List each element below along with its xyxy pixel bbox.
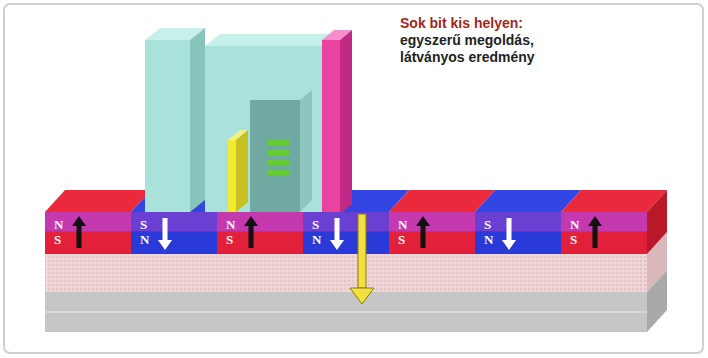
magnet-domain: SN: [303, 212, 389, 254]
pole-letter: S: [484, 217, 561, 232]
magnet-domain: SN: [475, 212, 561, 254]
pole-letter: S: [54, 232, 131, 247]
magnet-domain: SN: [131, 212, 217, 254]
write-field-arrow: [350, 214, 374, 304]
caption-heading: Sok bit kis helyen:: [400, 15, 600, 32]
magnet-domain: NS: [217, 212, 303, 254]
frame: [4, 4, 703, 353]
base-layer: [45, 292, 647, 332]
magnet-domain: NS: [389, 212, 475, 254]
base-side: [647, 270, 667, 332]
magnet-domain: NS: [45, 212, 131, 254]
pole-letter: S: [398, 232, 475, 247]
pole-letter: S: [312, 217, 389, 232]
read-write-head: [145, 28, 352, 214]
pole-letter: N: [570, 217, 647, 232]
pole-letter: S: [570, 232, 647, 247]
caption-box: Sok bit kis helyen:egyszerű megoldás, lá…: [396, 12, 604, 69]
pole-letter: N: [226, 217, 303, 232]
domain-side-face: [647, 190, 667, 254]
pole-letter: S: [140, 217, 217, 232]
substrate-layer: [45, 254, 647, 292]
pole-letter: N: [54, 217, 131, 232]
pole-letter: N: [140, 232, 217, 247]
pole-letter: N: [484, 232, 561, 247]
pole-letter: N: [398, 217, 475, 232]
pole-letter: S: [226, 232, 303, 247]
pole-letter: N: [312, 232, 389, 247]
caption-body: egyszerű megoldás, látványos eredmény: [400, 32, 600, 66]
magnet-domain: NS: [561, 212, 647, 254]
